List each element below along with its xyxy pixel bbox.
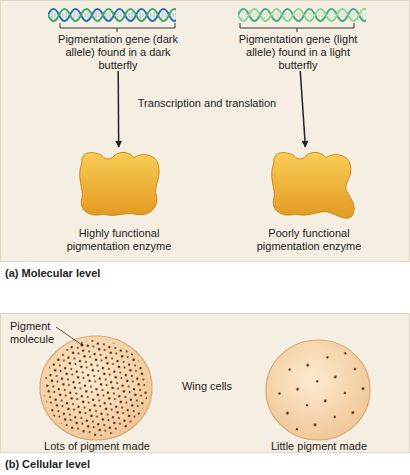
- node-text: Pigmentation gene (light allele) found i…: [233, 33, 363, 72]
- cell-node: Little pigment made: [253, 333, 385, 453]
- panel-caption: (b) Cellular level: [5, 458, 205, 471]
- gene-node: Pigmentation gene (light allele) found i…: [227, 5, 369, 71]
- enzyme-node: Poorly functional pigmentation enzyme: [245, 147, 373, 253]
- node-text: Lots of pigment made: [31, 440, 163, 453]
- annotation-label: Transcription and translation: [127, 97, 287, 110]
- enzyme-node: Highly functional pigmentation enzyme: [55, 147, 183, 253]
- annotation-label: Wing cells: [167, 380, 247, 393]
- node-text: Little pigment made: [253, 440, 385, 453]
- node-text: Highly functional pigmentation enzyme: [55, 227, 183, 253]
- panel-band: (a) Molecular levelPigmentation gene (da…: [0, 0, 410, 262]
- gene-node: Pigmentation gene (dark allele) found in…: [47, 5, 189, 71]
- annotation-label: Pigment molecule: [10, 320, 62, 346]
- cell-node: Lots of pigment made: [31, 333, 163, 453]
- node-text: Poorly functional pigmentation enzyme: [245, 227, 373, 253]
- panel-caption: (a) Molecular level: [5, 267, 205, 280]
- node-text: Pigmentation gene (dark allele) found in…: [53, 33, 183, 72]
